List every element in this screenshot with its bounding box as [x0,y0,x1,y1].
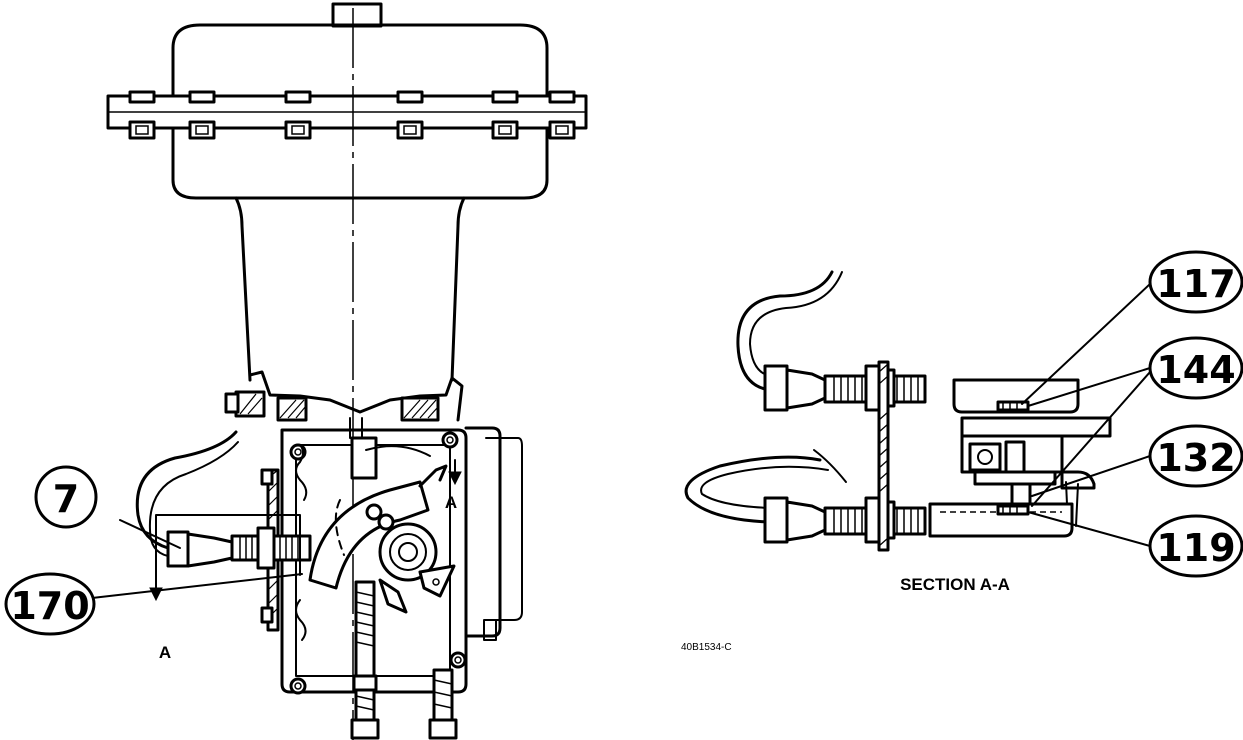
section-a-a-view [684,270,1151,552]
upper-proximity-switch [763,364,927,412]
callout-132: 132 [1148,424,1243,488]
callout-7: 7 [34,465,98,529]
cam-sector [308,480,430,590]
leader-7 [119,519,181,549]
callout-170-label: 170 [10,584,89,628]
housing-corner-screws [260,431,467,695]
stem-coupling [350,436,378,480]
callout-117: 117 [1148,250,1243,314]
bottom-adjusting-screws [350,580,458,740]
mounting-hatch [234,390,440,422]
actuator-assembly-view [91,2,588,740]
switch-cable [135,430,238,550]
upper-diaphragm-casing [171,23,549,98]
section-title: SECTION A-A [900,575,1010,594]
lower-proximity-switch [763,496,927,544]
shaft [1010,482,1032,506]
callout-119: 119 [1148,514,1243,578]
side-bolt [224,392,240,414]
callout-170: 170 [4,572,96,636]
target-arm [960,416,1112,438]
callout-117-label: 117 [1156,262,1235,306]
callout-132-label: 132 [1156,436,1235,480]
actuator-top-nub [331,2,383,28]
callout-144: 144 [1148,336,1243,400]
rotary-hub [378,522,456,614]
proximity-switch-left [166,526,312,570]
leader-170 [91,573,303,599]
leader-119 [1027,511,1151,547]
flange-bolts [128,90,576,140]
leader-144-b [1031,371,1151,507]
section-mark-a-right: A [445,493,457,512]
housing-right-cover [464,426,502,638]
callout-144-label: 144 [1156,348,1235,392]
section-cut-line [155,514,301,593]
mounting-plate [248,370,464,422]
leader-132 [1031,455,1151,497]
leader-144-a [1027,367,1151,407]
actuator-yoke [234,196,466,382]
callout-7-label: 7 [53,477,79,521]
mounting-bracket [877,360,890,552]
upper-target-plate [952,378,1080,414]
upper-cable [736,270,834,392]
lower-diaphragm-casing [171,126,549,200]
callout-119-label: 119 [1156,526,1235,570]
switch-housing [280,428,468,694]
lower-cable [684,455,822,524]
leader-117 [1021,283,1151,405]
drawing-number: 40B1534-C [681,642,732,653]
section-mark-a-left: A [159,643,171,662]
